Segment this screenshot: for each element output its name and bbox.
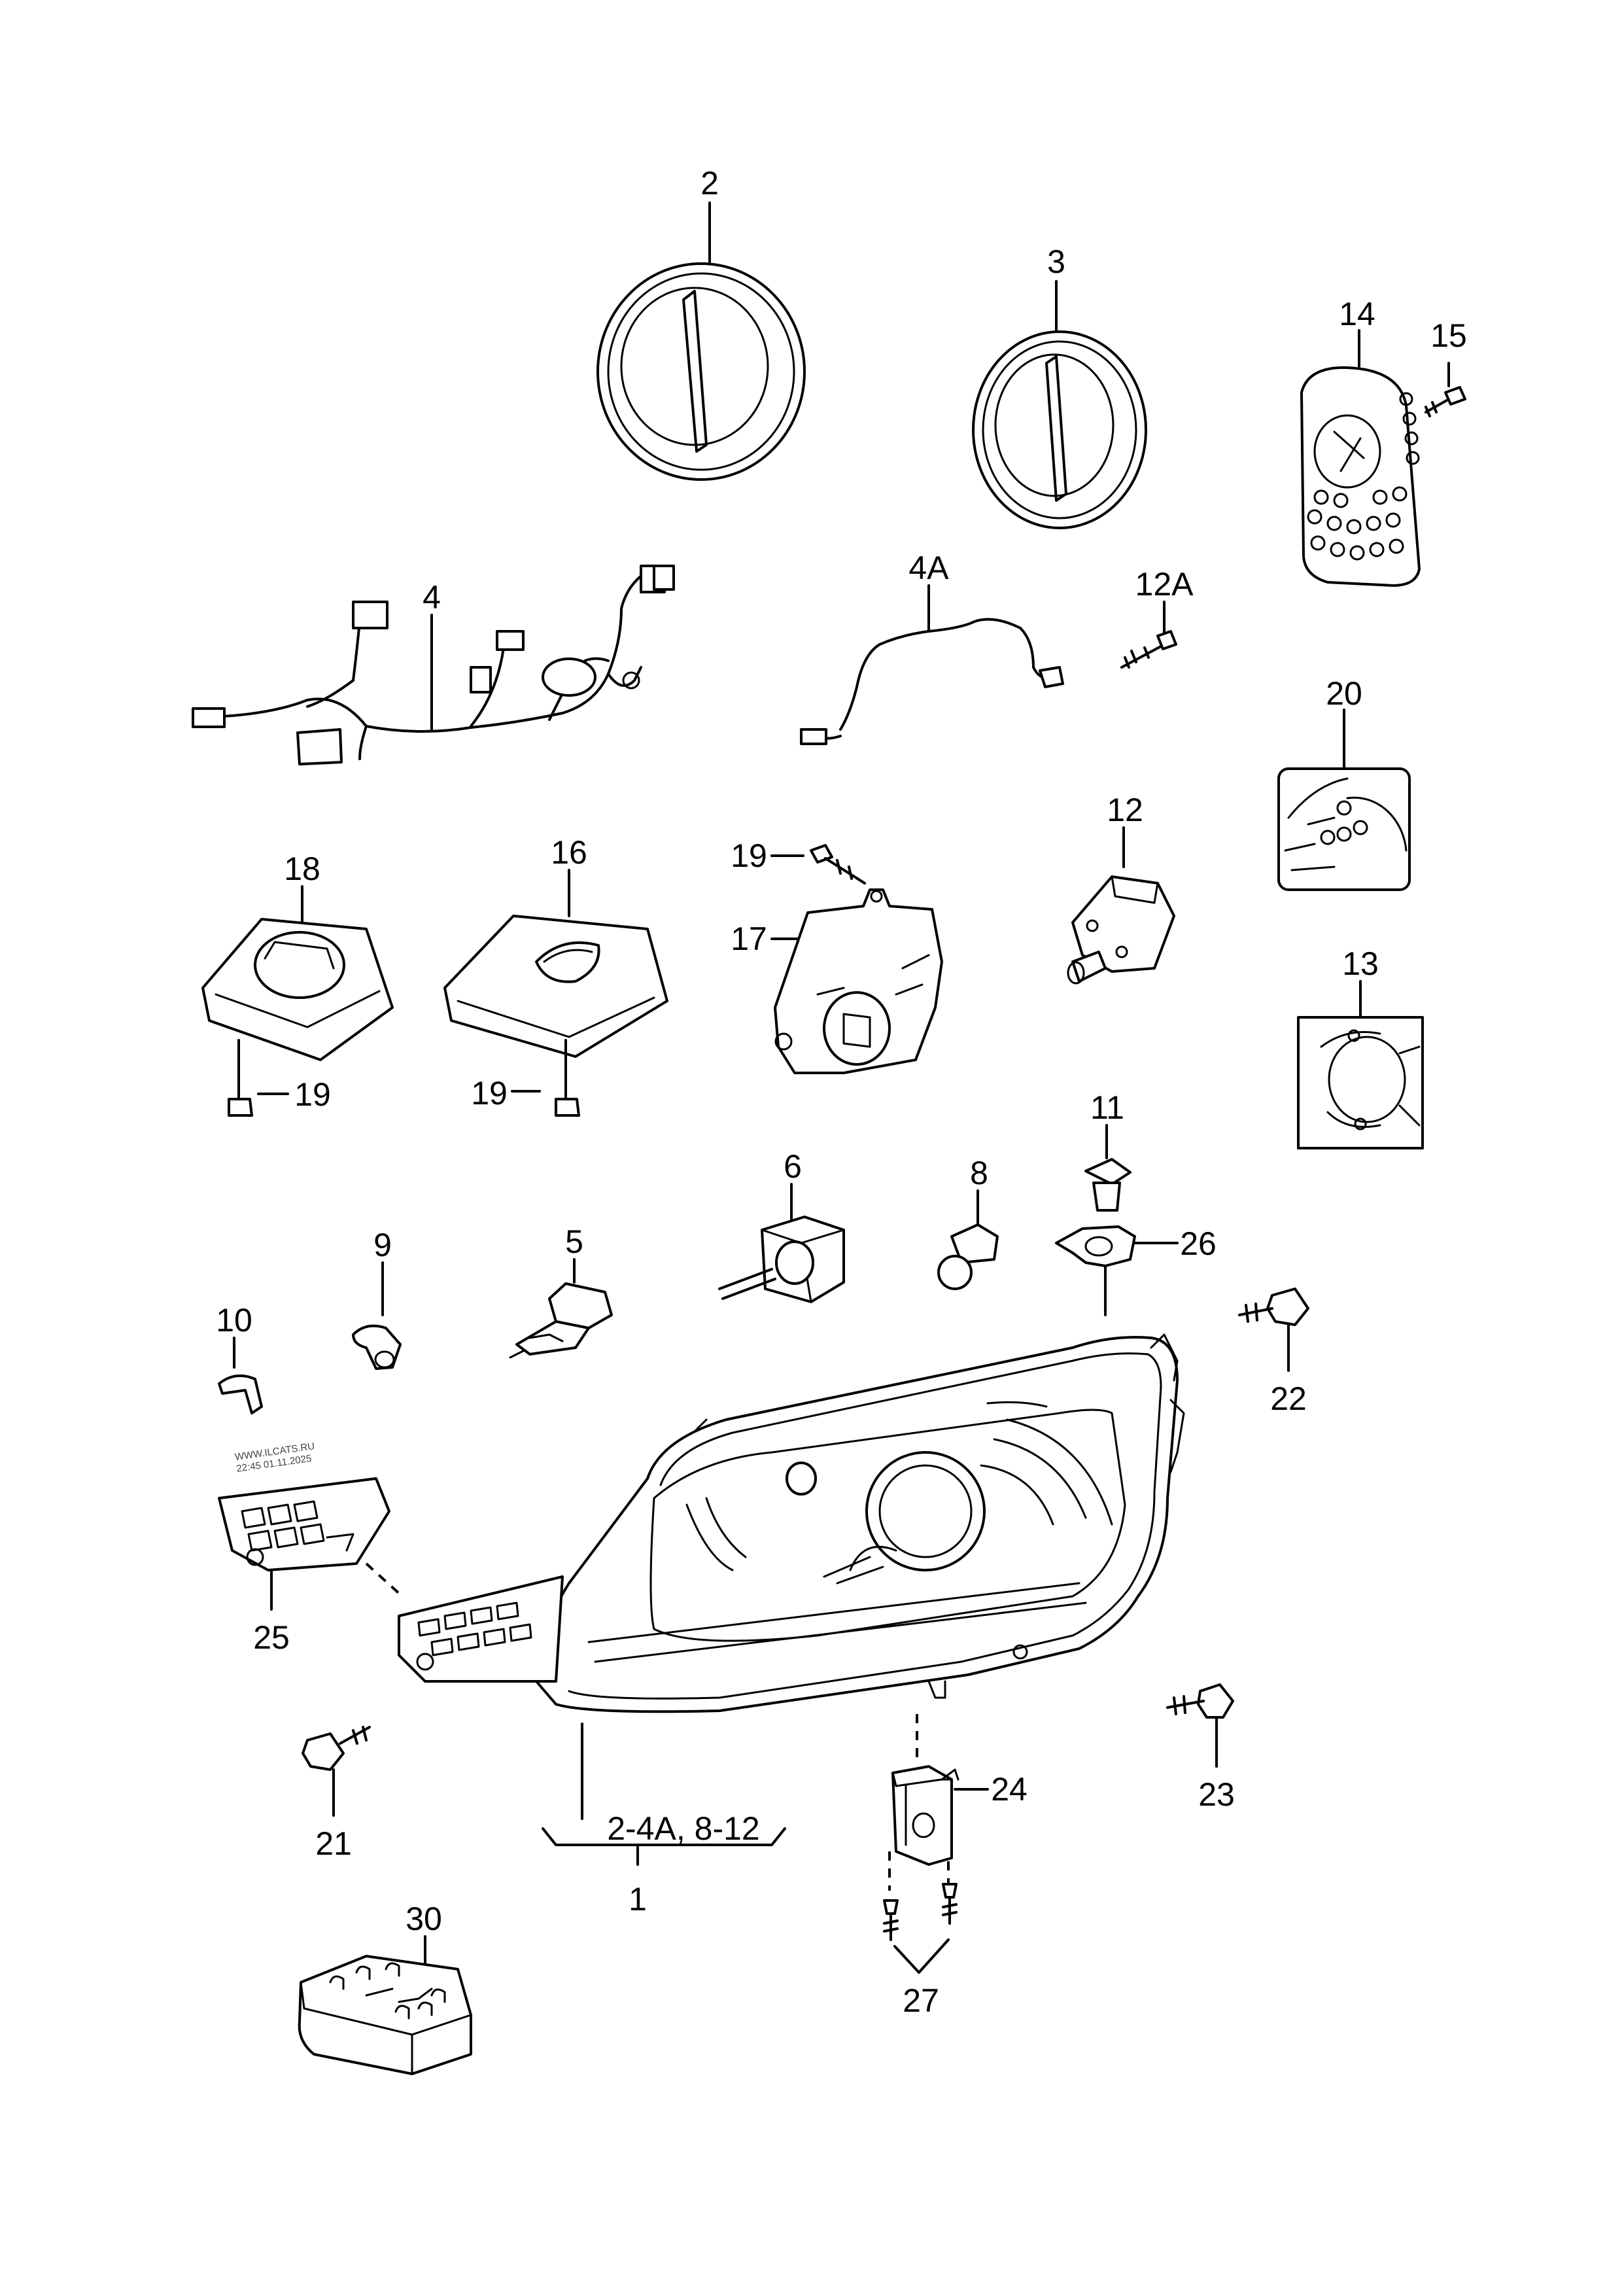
part-26-bracket <box>1055 1225 1179 1267</box>
label-14: 14 <box>1339 296 1375 332</box>
part-20-module <box>1277 709 1411 891</box>
part-17-ballast <box>770 844 943 1074</box>
label-15: 15 <box>1430 317 1467 354</box>
part-30-control-unit <box>298 1935 472 2075</box>
label-10: 10 <box>216 1302 252 1339</box>
label-30: 30 <box>406 1901 442 1937</box>
part-22-screw <box>1238 1288 1309 1372</box>
part-16-ballast <box>443 869 668 1117</box>
part-12-actuator <box>1067 826 1175 985</box>
label-19-mid: 19 <box>471 1075 508 1112</box>
part-11-grommet <box>1084 1124 1132 1212</box>
part-3-cover-cap <box>972 280 1147 529</box>
label-1: 1 <box>629 1881 647 1918</box>
part-labels: 2 3 14 15 4 4A 12A 20 18 16 19 17 12 19 … <box>216 165 1467 2019</box>
part-4-wiring-harness <box>192 565 675 765</box>
label-21: 21 <box>315 1825 352 1862</box>
label-4: 4 <box>423 579 441 616</box>
label-27: 27 <box>903 1982 939 2019</box>
label-16: 16 <box>551 834 587 871</box>
part-13-module <box>1297 980 1424 1149</box>
part-4A-wiring-harness <box>800 584 1064 745</box>
label-24: 24 <box>991 1771 1028 1808</box>
label-5: 5 <box>565 1223 583 1260</box>
label-11: 11 <box>1090 1089 1124 1126</box>
part-10-clip <box>218 1337 263 1414</box>
part-14-led-module <box>1300 329 1421 587</box>
label-25: 25 <box>253 1619 290 1656</box>
watermark: WWW.ILCATS.RU 22:45 01.11.2025 <box>234 1441 315 1475</box>
part-1-headlight <box>535 1333 1185 1713</box>
label-12A: 12A <box>1135 566 1194 603</box>
part-8-bulb <box>937 1189 999 1290</box>
part-15-screw <box>1425 362 1466 417</box>
label-4A: 4A <box>908 550 949 586</box>
assembly-leaders <box>542 1265 1107 1866</box>
label-2: 2 <box>700 165 719 201</box>
part-24-bracket <box>888 1765 989 1891</box>
label-3: 3 <box>1047 243 1065 280</box>
label-17: 17 <box>731 920 767 957</box>
label-8: 8 <box>970 1155 988 1191</box>
part-12A-screw <box>1120 601 1177 669</box>
label-13: 13 <box>1342 945 1379 982</box>
part-25-trim-grille <box>218 1477 404 1611</box>
label-23: 23 <box>1198 1776 1235 1813</box>
part-21-screw <box>302 1726 371 1817</box>
label-19-left: 19 <box>294 1076 331 1113</box>
label-19-top: 19 <box>731 837 767 874</box>
part-27-screws <box>883 1883 958 1974</box>
part-9-cap <box>352 1261 402 1370</box>
headlight-side-trim <box>398 1575 564 1683</box>
label-18: 18 <box>284 850 320 887</box>
part-18-ballast <box>201 885 394 1117</box>
part-5-halogen-bulb <box>509 1258 613 1359</box>
label-22: 22 <box>1270 1380 1307 1417</box>
label-26: 26 <box>1180 1225 1217 1262</box>
part-23-screw <box>1166 1683 1234 1768</box>
part-6-xenon-bulb <box>718 1183 845 1303</box>
label-12: 12 <box>1107 792 1143 828</box>
label-6: 6 <box>784 1148 802 1185</box>
label-20: 20 <box>1326 675 1362 712</box>
label-9: 9 <box>373 1227 392 1263</box>
part-2-cover-cap <box>596 201 806 481</box>
label-range: 2-4A, 8-12 <box>607 1810 759 1847</box>
